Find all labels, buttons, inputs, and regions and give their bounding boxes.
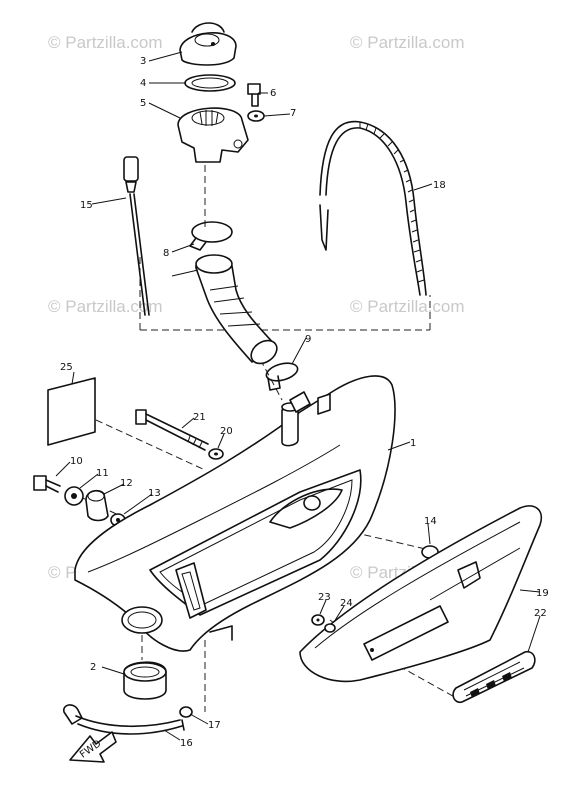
grommet bbox=[85, 489, 109, 522]
pad bbox=[47, 377, 96, 446]
callout-23: 23 bbox=[318, 592, 331, 603]
nut bbox=[208, 448, 224, 460]
drain-hose bbox=[63, 704, 185, 735]
o-ring bbox=[184, 74, 236, 92]
callout-14: 14 bbox=[424, 516, 437, 527]
dipstick bbox=[123, 156, 150, 316]
watermark-text: © Partzilla.com bbox=[48, 297, 163, 316]
washer bbox=[247, 110, 265, 122]
watermark-text: © Partzilla.com bbox=[48, 33, 163, 52]
bolt bbox=[247, 83, 261, 107]
watermark-text: © Partzilla.com bbox=[350, 33, 465, 52]
callout-18: 18 bbox=[433, 180, 446, 191]
callout-5: 5 bbox=[140, 98, 146, 109]
oil-tank bbox=[74, 375, 396, 652]
watermark-text: © Partzilla.com bbox=[350, 297, 465, 316]
hose-clamp-upper bbox=[189, 221, 233, 251]
callout-19: 19 bbox=[536, 588, 549, 599]
emblem bbox=[452, 650, 536, 704]
callout-8: 8 bbox=[163, 248, 169, 259]
bolt-small bbox=[33, 475, 61, 493]
callout-9: 9 bbox=[305, 334, 311, 345]
callout-12: 12 bbox=[120, 478, 133, 489]
filler-neck bbox=[177, 107, 249, 163]
callout-22: 22 bbox=[534, 608, 547, 619]
forward-arrow: FWD bbox=[69, 731, 117, 763]
side-cover bbox=[299, 505, 542, 683]
breather-hose bbox=[319, 120, 427, 296]
long-bolt bbox=[135, 409, 209, 451]
hose-clip bbox=[179, 706, 193, 718]
callout-13: 13 bbox=[148, 488, 161, 499]
tank-cap bbox=[123, 661, 167, 700]
hose-clamp-lower bbox=[265, 362, 299, 391]
callout-21: 21 bbox=[193, 412, 206, 423]
callout-7: 7 bbox=[290, 108, 296, 119]
callout-6: 6 bbox=[270, 88, 276, 99]
filler-cap bbox=[179, 22, 237, 66]
callout-4: 4 bbox=[140, 78, 146, 89]
callout-1: 1 bbox=[410, 438, 416, 449]
callout-16: 16 bbox=[180, 738, 193, 749]
callout-2: 2 bbox=[90, 662, 96, 673]
leader-lines bbox=[55, 51, 541, 741]
washer-small bbox=[324, 623, 336, 633]
callout-11: 11 bbox=[96, 468, 109, 479]
callout-17: 17 bbox=[208, 720, 221, 731]
callout-10: 10 bbox=[70, 456, 83, 467]
washer-large bbox=[64, 486, 84, 506]
callout-3: 3 bbox=[140, 56, 146, 67]
screw bbox=[311, 614, 325, 626]
callout-25: 25 bbox=[60, 362, 73, 373]
callout-24: 24 bbox=[340, 598, 353, 609]
callout-labels: 3 4 5 6 7 15 8 9 18 25 21 20 1 10 11 12 … bbox=[60, 56, 549, 749]
callout-15: 15 bbox=[80, 200, 93, 211]
callout-20: 20 bbox=[220, 426, 233, 437]
oil-hose bbox=[195, 254, 278, 365]
